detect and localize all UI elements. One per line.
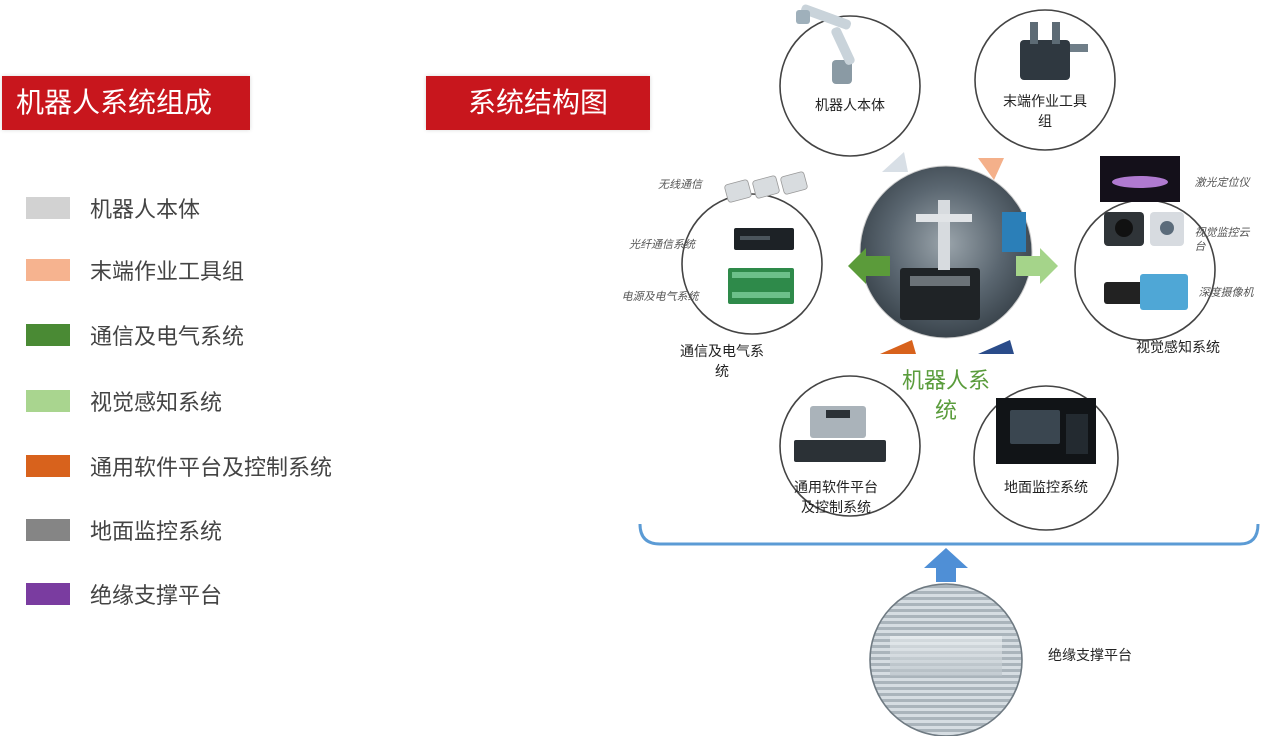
legend-swatch — [26, 390, 70, 412]
controller-device-icon — [794, 406, 886, 462]
legend-item-software: 通用软件平台及控制系统 — [26, 452, 333, 481]
arrow-right-icon — [1016, 248, 1058, 284]
item-label: 电源及电气系统 — [622, 290, 701, 303]
item-label: 无线通信 — [658, 178, 704, 191]
legend-item-comm-electric: 通信及电气系统 — [26, 321, 245, 350]
node-software: 通用软件平台 及控制系统 — [779, 375, 921, 517]
depth-camera-icon — [1104, 274, 1188, 310]
section-header-composition: 机器人系统组成 — [2, 76, 250, 130]
robot-system-icon — [900, 200, 1026, 320]
item-label: 激光定位仪 — [1195, 176, 1252, 189]
platform-icon — [890, 636, 1002, 676]
legend-swatch — [26, 259, 70, 281]
legend-label: 地面监控系统 — [90, 520, 223, 545]
arrow-top-right-icon — [978, 158, 1004, 180]
monitor-console-icon — [996, 398, 1096, 464]
gripper-icon — [1020, 22, 1088, 80]
arrow-up-icon — [924, 548, 968, 582]
legend-item-robot-body: 机器人本体 — [26, 194, 201, 223]
node-label: 视觉感知系统 — [1136, 339, 1220, 356]
legend-label: 绝缘支撑平台 — [90, 584, 223, 609]
arrow-left-icon — [848, 248, 890, 284]
node-insulation-platform: 绝缘支撑平台 — [869, 583, 1132, 736]
center-label: 统 — [935, 399, 957, 424]
section-header-structure: 系统结构图 — [426, 76, 650, 130]
legend-swatch — [26, 455, 70, 477]
legend-item-insulation-platform: 绝缘支撑平台 — [26, 580, 223, 609]
legend-label: 通信及电气系统 — [90, 325, 245, 350]
node-label: 组 — [1038, 114, 1052, 130]
node-ground-monitor: 地面监控系统 — [973, 385, 1119, 531]
legend-label: 通用软件平台及控制系统 — [90, 456, 333, 481]
node-label: 通用软件平台 — [794, 480, 878, 496]
legend-swatch — [26, 583, 70, 605]
legend-item-vision: 视觉感知系统 — [26, 387, 223, 416]
node-label: 末端作业工具 — [1003, 94, 1087, 110]
node-circle — [779, 15, 921, 157]
electrical-board-icon — [728, 268, 794, 304]
legend-item-ground-monitor: 地面监控系统 — [26, 516, 223, 545]
legend-swatch — [26, 197, 70, 219]
center-label: 机器人系 — [902, 369, 990, 394]
wireless-module-icon — [724, 171, 808, 203]
node-circle — [1074, 199, 1216, 341]
node-comm-electric: 无线通信 光纤通信系统 电源及电气系统 通信及电气系 统 — [622, 171, 823, 380]
robot-arm-icon — [796, 4, 855, 84]
legend-item-end-tool: 末端作业工具组 — [26, 256, 245, 285]
node-robot-system — [859, 165, 1033, 339]
node-vision: 激光定位仪 视觉监控云 台 深度摄像机 视觉感知系统 — [1074, 156, 1255, 356]
legend-label: 机器人本体 — [90, 198, 201, 223]
node-label: 绝缘支撑平台 — [1048, 648, 1132, 664]
pan-tilt-camera-icon — [1104, 212, 1184, 246]
node-label: 通信及电气系 — [680, 344, 764, 360]
fiber-switch-icon — [734, 228, 794, 250]
laser-locator-icon — [1100, 156, 1180, 202]
item-label: 深度摄像机 — [1199, 286, 1255, 299]
node-label: 地面监控系统 — [1004, 480, 1088, 496]
item-label: 视觉监控云 — [1195, 226, 1251, 239]
legend-swatch — [26, 324, 70, 346]
node-end-tool: 末端作业工具 组 — [974, 9, 1116, 151]
node-label: 机器人本体 — [815, 98, 885, 114]
node-circle — [681, 193, 823, 335]
node-robot-body: 机器人本体 — [779, 4, 921, 157]
item-label: 光纤通信系统 — [629, 238, 697, 251]
item-label: 台 — [1195, 240, 1207, 253]
bracket — [638, 523, 1260, 546]
node-label: 及控制系统 — [801, 500, 871, 516]
arrow-bottom-right-icon — [978, 340, 1014, 354]
arrow-bottom-left-icon — [880, 340, 916, 354]
legend-label: 末端作业工具组 — [90, 260, 245, 285]
arrow-top-left-icon — [882, 152, 908, 172]
legend-swatch — [26, 519, 70, 541]
node-label: 统 — [715, 364, 729, 380]
legend-label: 视觉感知系统 — [90, 391, 223, 416]
